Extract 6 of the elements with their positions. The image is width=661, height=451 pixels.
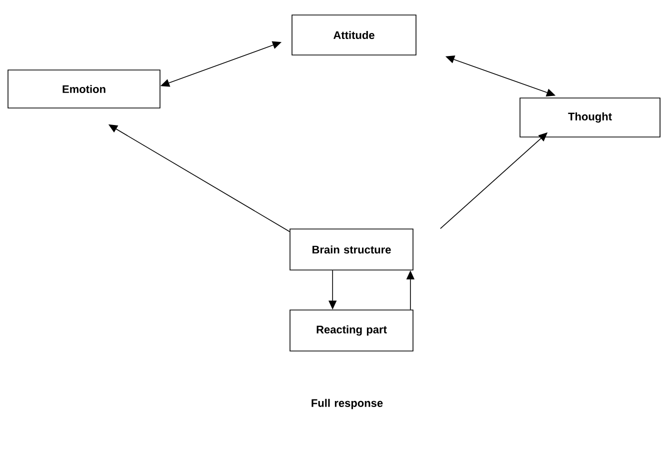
box: Thought xyxy=(520,98,660,138)
box: Attitude xyxy=(292,14,416,56)
caption-text: Full response xyxy=(312,398,383,410)
box: Emotion xyxy=(8,70,160,108)
box: Reacting part xyxy=(290,310,414,352)
box: Brain structure xyxy=(290,228,414,270)
